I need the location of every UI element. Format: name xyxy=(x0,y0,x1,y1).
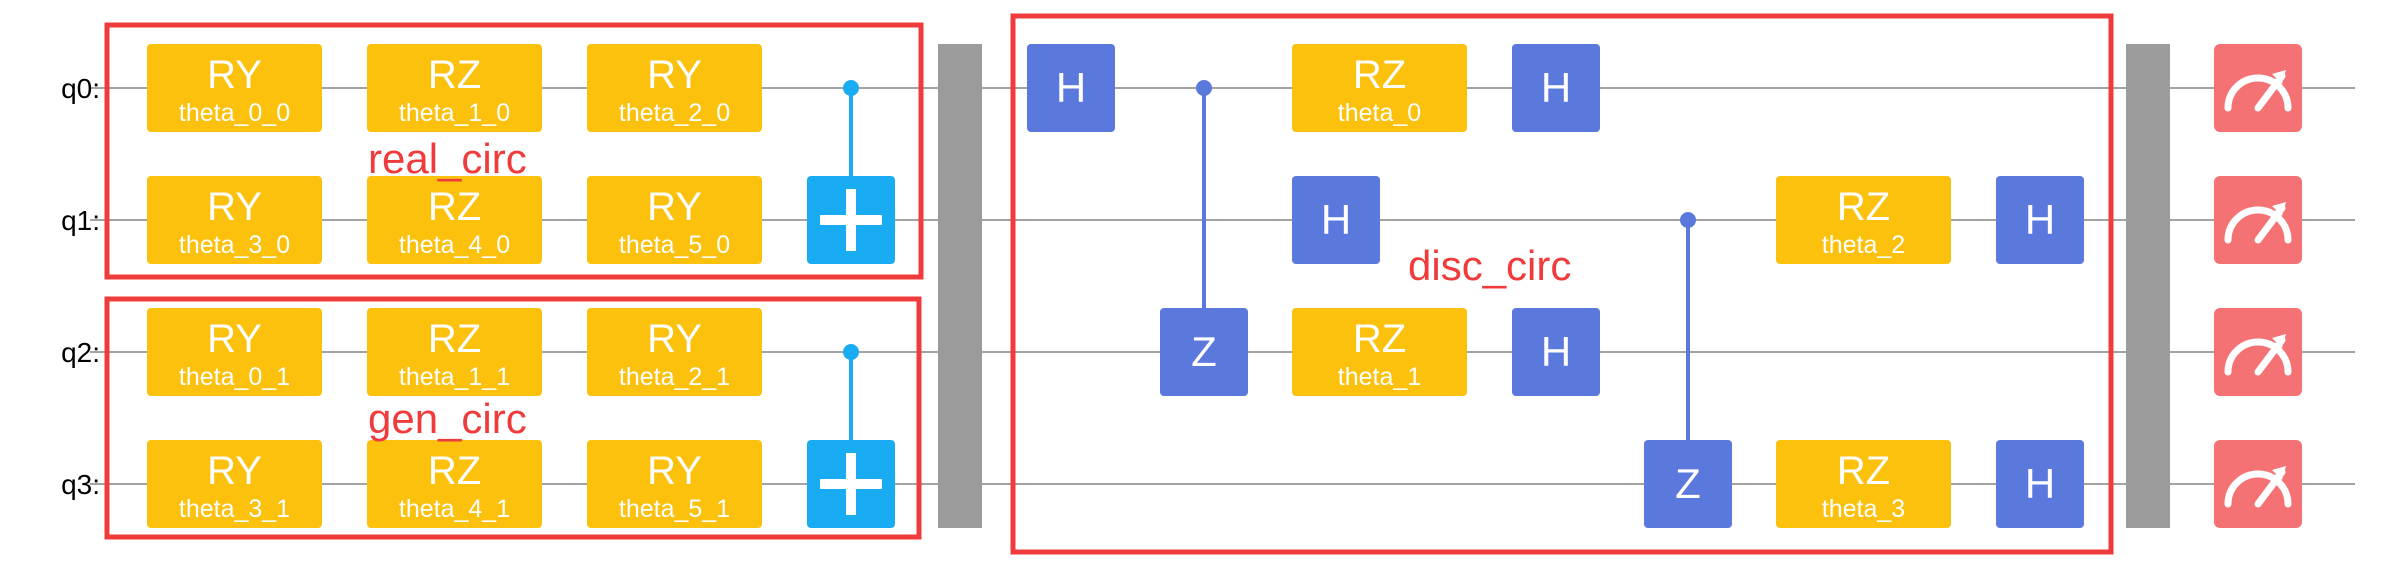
disc-circ-label: disc_circ xyxy=(1408,242,1571,289)
svg-text:RY: RY xyxy=(647,185,702,229)
svg-text:theta_3_0: theta_3_0 xyxy=(179,231,290,259)
real-circ-box xyxy=(104,22,924,280)
gate-rz-theta-1-0: RZ theta_1_0 xyxy=(367,44,542,132)
svg-text:theta_1: theta_1 xyxy=(1338,363,1421,391)
svg-text:theta_1_0: theta_1_0 xyxy=(399,99,510,127)
qubit-labels: q0: q1: q2: q3: xyxy=(61,73,100,500)
svg-text:RZ: RZ xyxy=(428,449,481,493)
svg-text:RY: RY xyxy=(207,53,262,97)
svg-text:RZ: RZ xyxy=(1837,449,1890,493)
real-circ-label: real_circ xyxy=(368,135,527,182)
gate-ry-theta-0-0: RY theta_0_0 xyxy=(147,44,322,132)
gate-rz-theta-1: RZ theta_1 xyxy=(1292,308,1467,396)
gen-circ-label: gen_circ xyxy=(368,395,527,442)
gate-rz-theta-0: RZ theta_0 xyxy=(1292,44,1467,132)
gate-z-q2: Z xyxy=(1160,308,1248,396)
svg-text:theta_0: theta_0 xyxy=(1338,99,1421,127)
svg-text:theta_4_0: theta_4_0 xyxy=(399,231,510,259)
gate-h-q0-2: H xyxy=(1512,44,1600,132)
gate-h-q1-1: H xyxy=(1292,176,1380,264)
svg-text:theta_2_1: theta_2_1 xyxy=(619,363,730,391)
measure-q3 xyxy=(2214,440,2302,528)
svg-text:H: H xyxy=(1321,196,1351,243)
svg-text:theta_5_0: theta_5_0 xyxy=(619,231,730,259)
svg-text:RZ: RZ xyxy=(1353,317,1406,361)
meter-icon xyxy=(2224,466,2292,508)
gate-rz-theta-3: RZ theta_3 xyxy=(1776,440,1951,528)
gate-h-q1-2: H xyxy=(1996,176,2084,264)
gate-ry-theta-3-0: RY theta_3_0 xyxy=(147,176,322,264)
svg-text:RY: RY xyxy=(207,317,262,361)
disc-circ-box xyxy=(1010,13,2114,555)
gate-z-q3: Z xyxy=(1644,440,1732,528)
gate-rz-theta-2: RZ theta_2 xyxy=(1776,176,1951,264)
svg-text:theta_5_1: theta_5_1 xyxy=(619,495,730,523)
svg-text:theta_0_0: theta_0_0 xyxy=(179,99,290,127)
gate-ry-theta-2-1: RY theta_2_1 xyxy=(587,308,762,396)
svg-text:Z: Z xyxy=(1191,328,1217,375)
svg-text:theta_0_1: theta_0_1 xyxy=(179,363,290,391)
svg-text:RY: RY xyxy=(647,449,702,493)
gate-rz-theta-4-1: RZ theta_4_1 xyxy=(367,440,542,528)
meter-icon xyxy=(2224,70,2292,112)
gate-ry-theta-3-1: RY theta_3_1 xyxy=(147,440,322,528)
svg-text:RY: RY xyxy=(207,449,262,493)
meter-icon xyxy=(2224,334,2292,376)
cnot-target-q1 xyxy=(807,176,895,264)
barrier-1 xyxy=(938,44,982,528)
qubit-label-q0: q0: xyxy=(61,73,100,104)
svg-text:H: H xyxy=(1541,328,1571,375)
svg-text:H: H xyxy=(1541,64,1571,111)
gate-rz-theta-1-1: RZ theta_1_1 xyxy=(367,308,542,396)
gate-h-q3: H xyxy=(1996,440,2084,528)
gate-rz-theta-4-0: RZ theta_4_0 xyxy=(367,176,542,264)
measure-q1 xyxy=(2214,176,2302,264)
barrier-2 xyxy=(2126,44,2170,528)
subcircuit-boxes xyxy=(104,13,2114,555)
svg-text:H: H xyxy=(2025,460,2055,507)
plus-icon xyxy=(820,189,882,251)
meter-icon xyxy=(2224,202,2292,244)
svg-text:H: H xyxy=(2025,196,2055,243)
svg-text:theta_1_1: theta_1_1 xyxy=(399,363,510,391)
svg-text:RZ: RZ xyxy=(428,53,481,97)
qubit-label-q3: q3: xyxy=(61,469,100,500)
gate-ry-theta-5-0: RY theta_5_0 xyxy=(587,176,762,264)
svg-text:theta_4_1: theta_4_1 xyxy=(399,495,510,523)
svg-text:H: H xyxy=(1056,64,1086,111)
svg-text:RY: RY xyxy=(647,53,702,97)
cnot-control-q0 xyxy=(843,80,859,96)
qubit-label-q1: q1: xyxy=(61,205,100,236)
gate-ry-theta-5-1: RY theta_5_1 xyxy=(587,440,762,528)
qubit-label-q2: q2: xyxy=(61,337,100,368)
svg-text:RZ: RZ xyxy=(1353,53,1406,97)
svg-text:theta_3_1: theta_3_1 xyxy=(179,495,290,523)
cnot-control-q2 xyxy=(843,344,859,360)
svg-text:RY: RY xyxy=(207,185,262,229)
svg-text:Z: Z xyxy=(1675,460,1701,507)
gate-ry-theta-0-1: RY theta_0_1 xyxy=(147,308,322,396)
gen-circ-box xyxy=(104,296,922,540)
cz-control-q0 xyxy=(1196,80,1212,96)
svg-text:RZ: RZ xyxy=(428,185,481,229)
svg-text:RZ: RZ xyxy=(428,317,481,361)
svg-text:theta_2_0: theta_2_0 xyxy=(619,99,730,127)
svg-text:RY: RY xyxy=(647,317,702,361)
svg-text:RZ: RZ xyxy=(1837,185,1890,229)
svg-text:theta_3: theta_3 xyxy=(1822,495,1905,523)
measure-q0 xyxy=(2214,44,2302,132)
barriers xyxy=(938,44,2170,528)
cz-control-q1 xyxy=(1680,212,1696,228)
gate-ry-theta-2-0: RY theta_2_0 xyxy=(587,44,762,132)
cnot-target-q3 xyxy=(807,440,895,528)
gate-h-q2: H xyxy=(1512,308,1600,396)
gate-h-q0-1: H xyxy=(1027,44,1115,132)
plus-icon xyxy=(820,453,882,515)
measure-q2 xyxy=(2214,308,2302,396)
svg-text:theta_2: theta_2 xyxy=(1822,231,1905,259)
